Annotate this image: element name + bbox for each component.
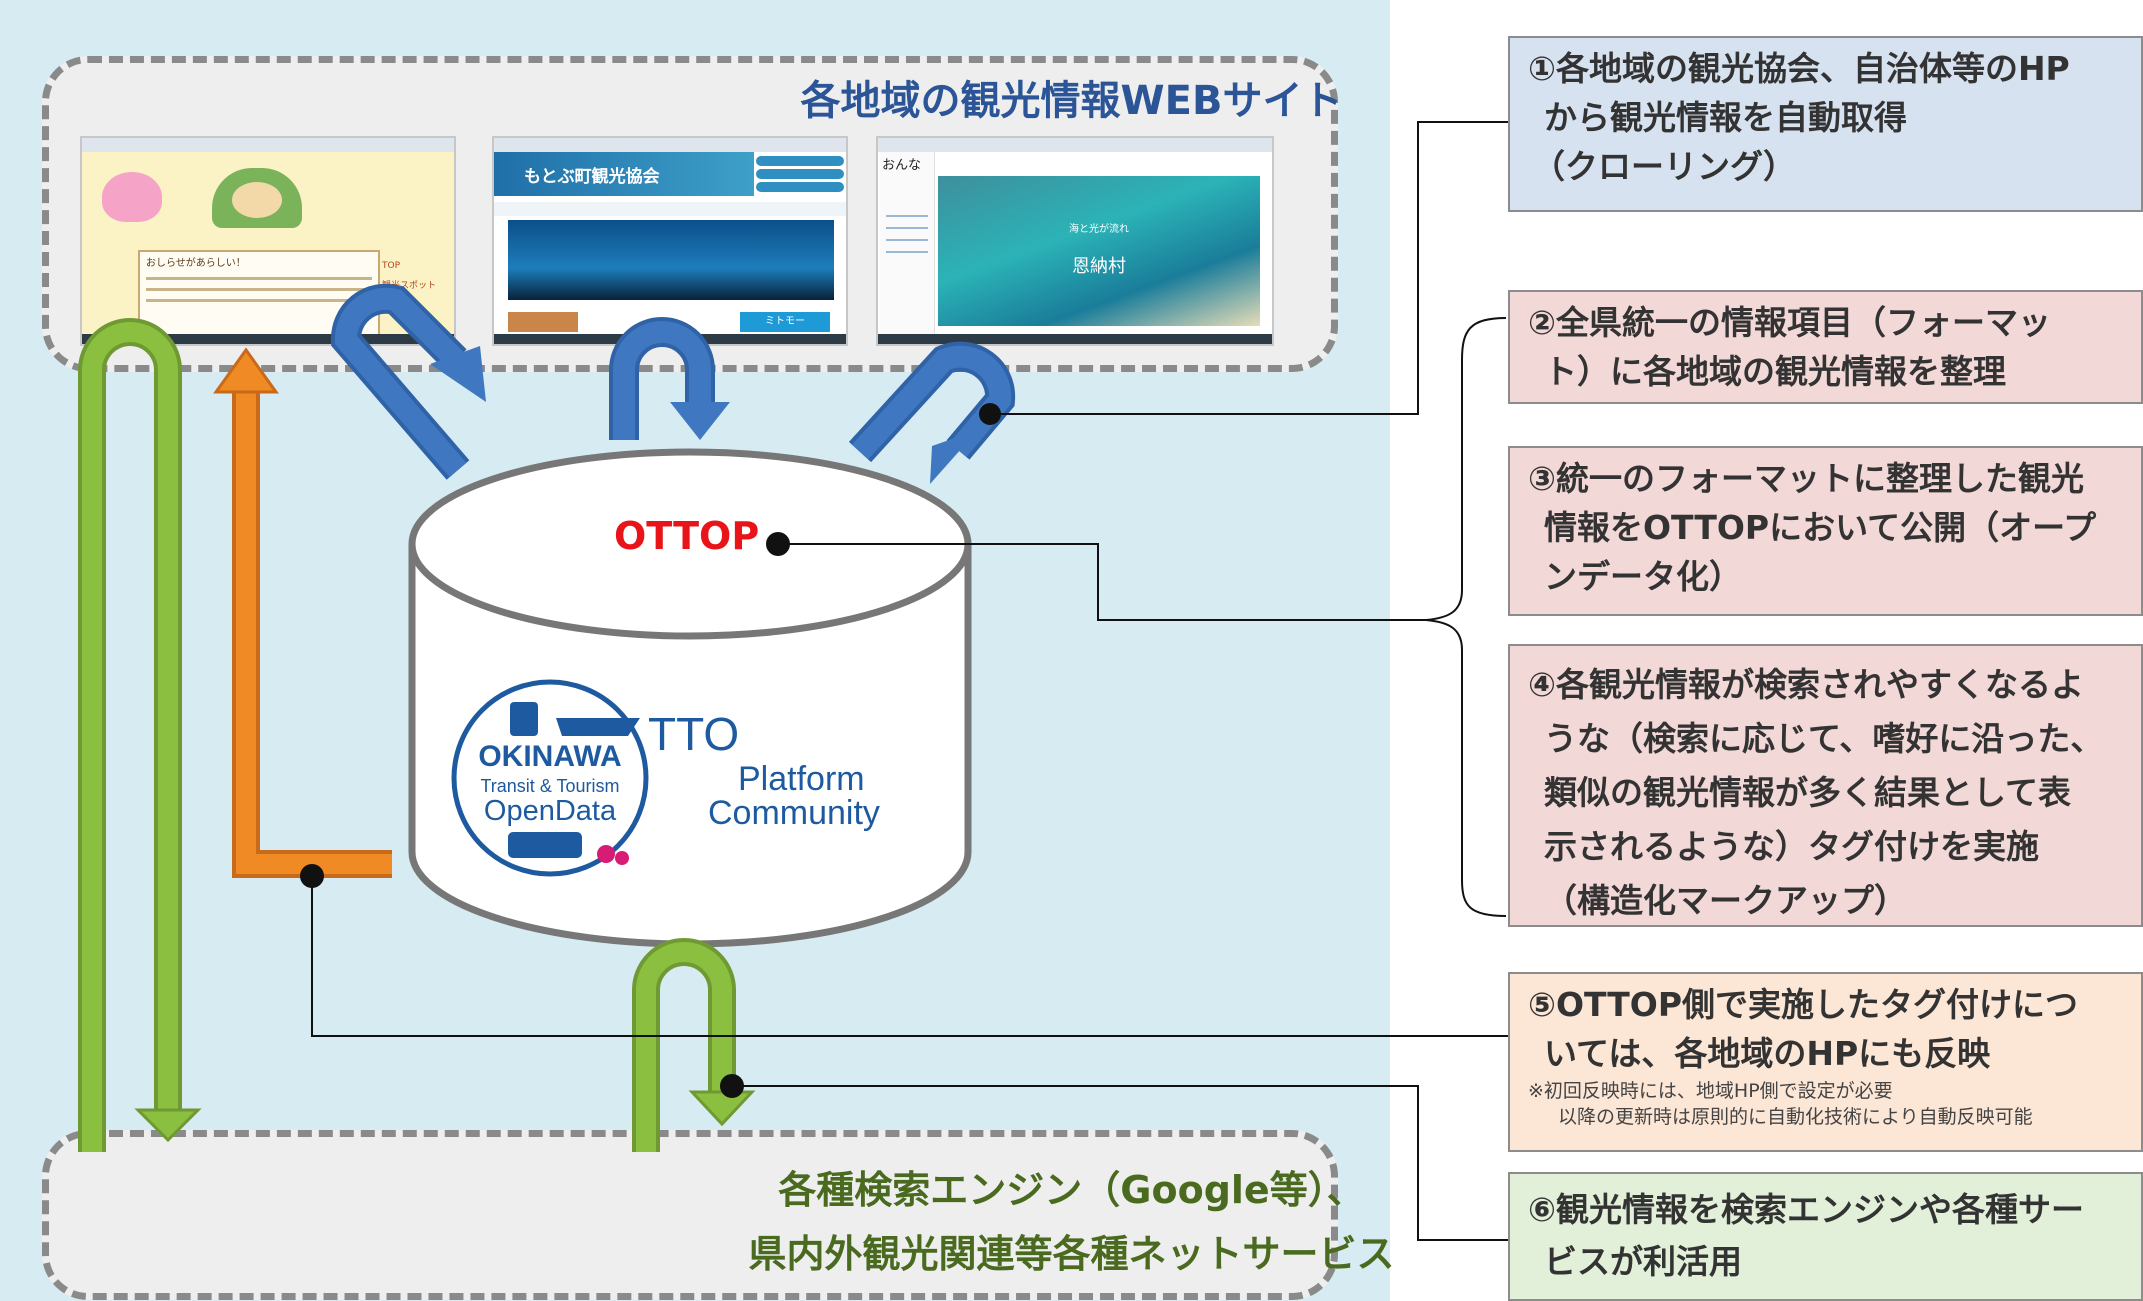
- search-services-title-line1: 各種検索エンジン（Google等）、: [778, 1168, 1365, 1212]
- green-use-arrow-outline: [632, 938, 736, 1152]
- notice-headline: おしらせがあらしい！: [146, 258, 246, 269]
- step-6-line: ビスが利活用: [1544, 1242, 1742, 1281]
- green-arrow-head-left: [134, 1108, 202, 1143]
- bracket-steps-2-4: [1425, 317, 1507, 917]
- logo-person-icon: [510, 702, 538, 736]
- step-4-line: （構造化マークアップ）: [1544, 881, 1907, 920]
- search-services-title-line2: 県内外観光関連等各種ネットサービス: [748, 1232, 1395, 1276]
- orange-arrow-head: [213, 347, 279, 394]
- regional-websites-title: 各地域の観光情報WEBサイト: [800, 78, 1343, 124]
- mascot-face: [232, 182, 282, 218]
- blue-crawl-arrow-3: [851, 345, 1012, 460]
- connector-dot-5: [300, 864, 324, 888]
- site-sidebar: おんな: [880, 152, 935, 338]
- step-4-line: 類似の観光情報が多く結果として表: [1544, 773, 2072, 812]
- step-4-line: ④各観光情報が検索されやすくなるよ: [1528, 665, 2084, 704]
- blue-arrow-head-1: [430, 346, 486, 402]
- green-crawl-arrow-outline: [78, 318, 182, 1152]
- step-3-line: 情報をOTTOPにおいて公開（オープ: [1544, 508, 2097, 547]
- website-screenshot-1: おしらせがあらしい！ TOP 観光スポット 新着情報: [80, 136, 456, 346]
- green-crawl-arrow: [82, 322, 178, 1152]
- step-3-line: ③統一のフォーマットに整理した観光: [1528, 459, 2084, 498]
- blue-crawl-arrow-1: [335, 287, 467, 478]
- connector-steps-2-4: [778, 543, 1426, 621]
- heart-illustration: [102, 172, 162, 222]
- thumbnail: [508, 312, 578, 332]
- step-box-1: ①各地域の観光協会、自治体等のHP から観光情報を自動取得 （クローリング）: [1508, 36, 2143, 212]
- logo-flower-icon: [615, 851, 629, 865]
- site-header-banner: もとぶ町観光協会: [494, 152, 754, 196]
- logo-tto: TTO: [648, 708, 739, 760]
- screenshot-1-page: おしらせがあらしい！ TOP 観光スポット 新着情報: [82, 152, 454, 338]
- logo-platform: Platform: [738, 760, 865, 798]
- logo-line-3: OpenData: [484, 795, 617, 827]
- website-screenshot-3: おんな 海と光が流れ 恩納村: [876, 136, 1274, 346]
- blue-crawl-arrow-2: [613, 321, 711, 440]
- step-box-6: ⑥観光情報を検索エンジンや各種サー ビスが利活用: [1508, 1172, 2143, 1301]
- site-header-buttons: [756, 156, 844, 196]
- logo-bus-icon: [508, 832, 582, 858]
- site-banner-title: もとぶ町観光協会: [524, 167, 660, 187]
- step-5-line: ⑤OTTOP側で実施したタグ付けにつ: [1528, 985, 2079, 1024]
- blue-arrow-head-3: [930, 430, 978, 484]
- ottop-label: OTTOP: [614, 514, 760, 558]
- step-5-line: いては、各地域のHPにも反映: [1544, 1034, 1991, 1073]
- step-2-line: ②全県統一の情報項目（フォーマッ: [1528, 303, 2051, 342]
- connector-step-1: [990, 121, 1508, 415]
- side-menu-item: 観光スポット: [382, 281, 437, 291]
- green-arrow-head-bottom: [688, 1090, 756, 1127]
- step-6-line: ⑥観光情報を検索エンジンや各種サー: [1528, 1190, 2084, 1229]
- step-1-line: から観光情報を自動取得: [1544, 98, 1907, 137]
- blue-arrow-head-2: [670, 402, 730, 440]
- village-name: 恩納村: [1072, 256, 1126, 277]
- search-services-title: 各種検索エンジン（Google等）、 県内外観光関連等各種ネットサービス: [0, 1158, 2143, 1286]
- step-box-2: ②全県統一の情報項目（フォーマッ ト）に各地域の観光情報を整理: [1508, 290, 2143, 404]
- orange-reflect-arrow-outline: [232, 380, 392, 878]
- connector-dot-ottop: [766, 532, 790, 556]
- logo-boat-icon: [556, 718, 640, 736]
- step-box-3: ③統一のフォーマットに整理した観光 情報をOTTOPにおいて公開（オープ ンデー…: [1508, 446, 2143, 616]
- step-4-line: 示されるような）タグ付けを実施: [1544, 827, 2039, 866]
- step-box-5: ⑤OTTOP側で実施したタグ付けにつ いては、各地域のHPにも反映 ※初回反映時…: [1508, 972, 2143, 1152]
- ocean-photo: 海と光が流れ 恩納村: [938, 176, 1260, 326]
- site-sidebar-title: おんな: [882, 158, 922, 173]
- connector-step-6: [732, 1085, 1508, 1241]
- taskbar: [82, 334, 454, 344]
- connector-dot-6: [720, 1074, 744, 1098]
- step-1-line: ①各地域の観光協会、自治体等のHP: [1528, 49, 2070, 88]
- step-3-line: ンデータ化）: [1544, 557, 1742, 596]
- logo-community: Community: [708, 794, 880, 832]
- orange-reflect-arrow: [236, 380, 392, 874]
- step-4-line: うな（検索に応じて、嗜好に沿った、: [1544, 719, 2104, 758]
- site-badge: ミトモー: [740, 312, 830, 332]
- step-box-4: ④各観光情報が検索されやすくなるよ うな（検索に応じて、嗜好に沿った、 類似の観…: [1508, 644, 2143, 927]
- logo-line-2: Transit & Tourism: [480, 776, 619, 796]
- step-5-note: 以降の更新時は原則的に自動化技術により自動反映可能: [1558, 1106, 2033, 1128]
- logo-flower-icon: [597, 845, 615, 863]
- connector-step-5: [311, 876, 1508, 1037]
- taskbar: [878, 334, 1272, 344]
- site-nav-bar: [494, 202, 846, 216]
- website-screenshot-2: もとぶ町観光協会 ミトモー: [492, 136, 848, 346]
- logo-line-1: OKINAWA: [478, 740, 621, 773]
- connector-dot-1: [979, 403, 1001, 425]
- green-use-arrow: [636, 942, 732, 1152]
- side-menu-item: TOP: [382, 261, 401, 271]
- screenshot-2-page: もとぶ町観光協会 ミトモー: [494, 152, 846, 334]
- step-5-note: ※初回反映時には、地域HP側で設定が必要: [1528, 1080, 1893, 1102]
- ocean-photo-caption: 海と光が流れ: [1069, 224, 1129, 235]
- search-services-panel: [42, 1130, 1338, 1300]
- step-1-line: （クローリング）: [1532, 147, 1796, 186]
- screenshot-3-page: おんな 海と光が流れ 恩納村: [878, 152, 1272, 338]
- step-2-line: ト）に各地域の観光情報を整理: [1544, 352, 2006, 391]
- aquarium-photo: [508, 220, 834, 300]
